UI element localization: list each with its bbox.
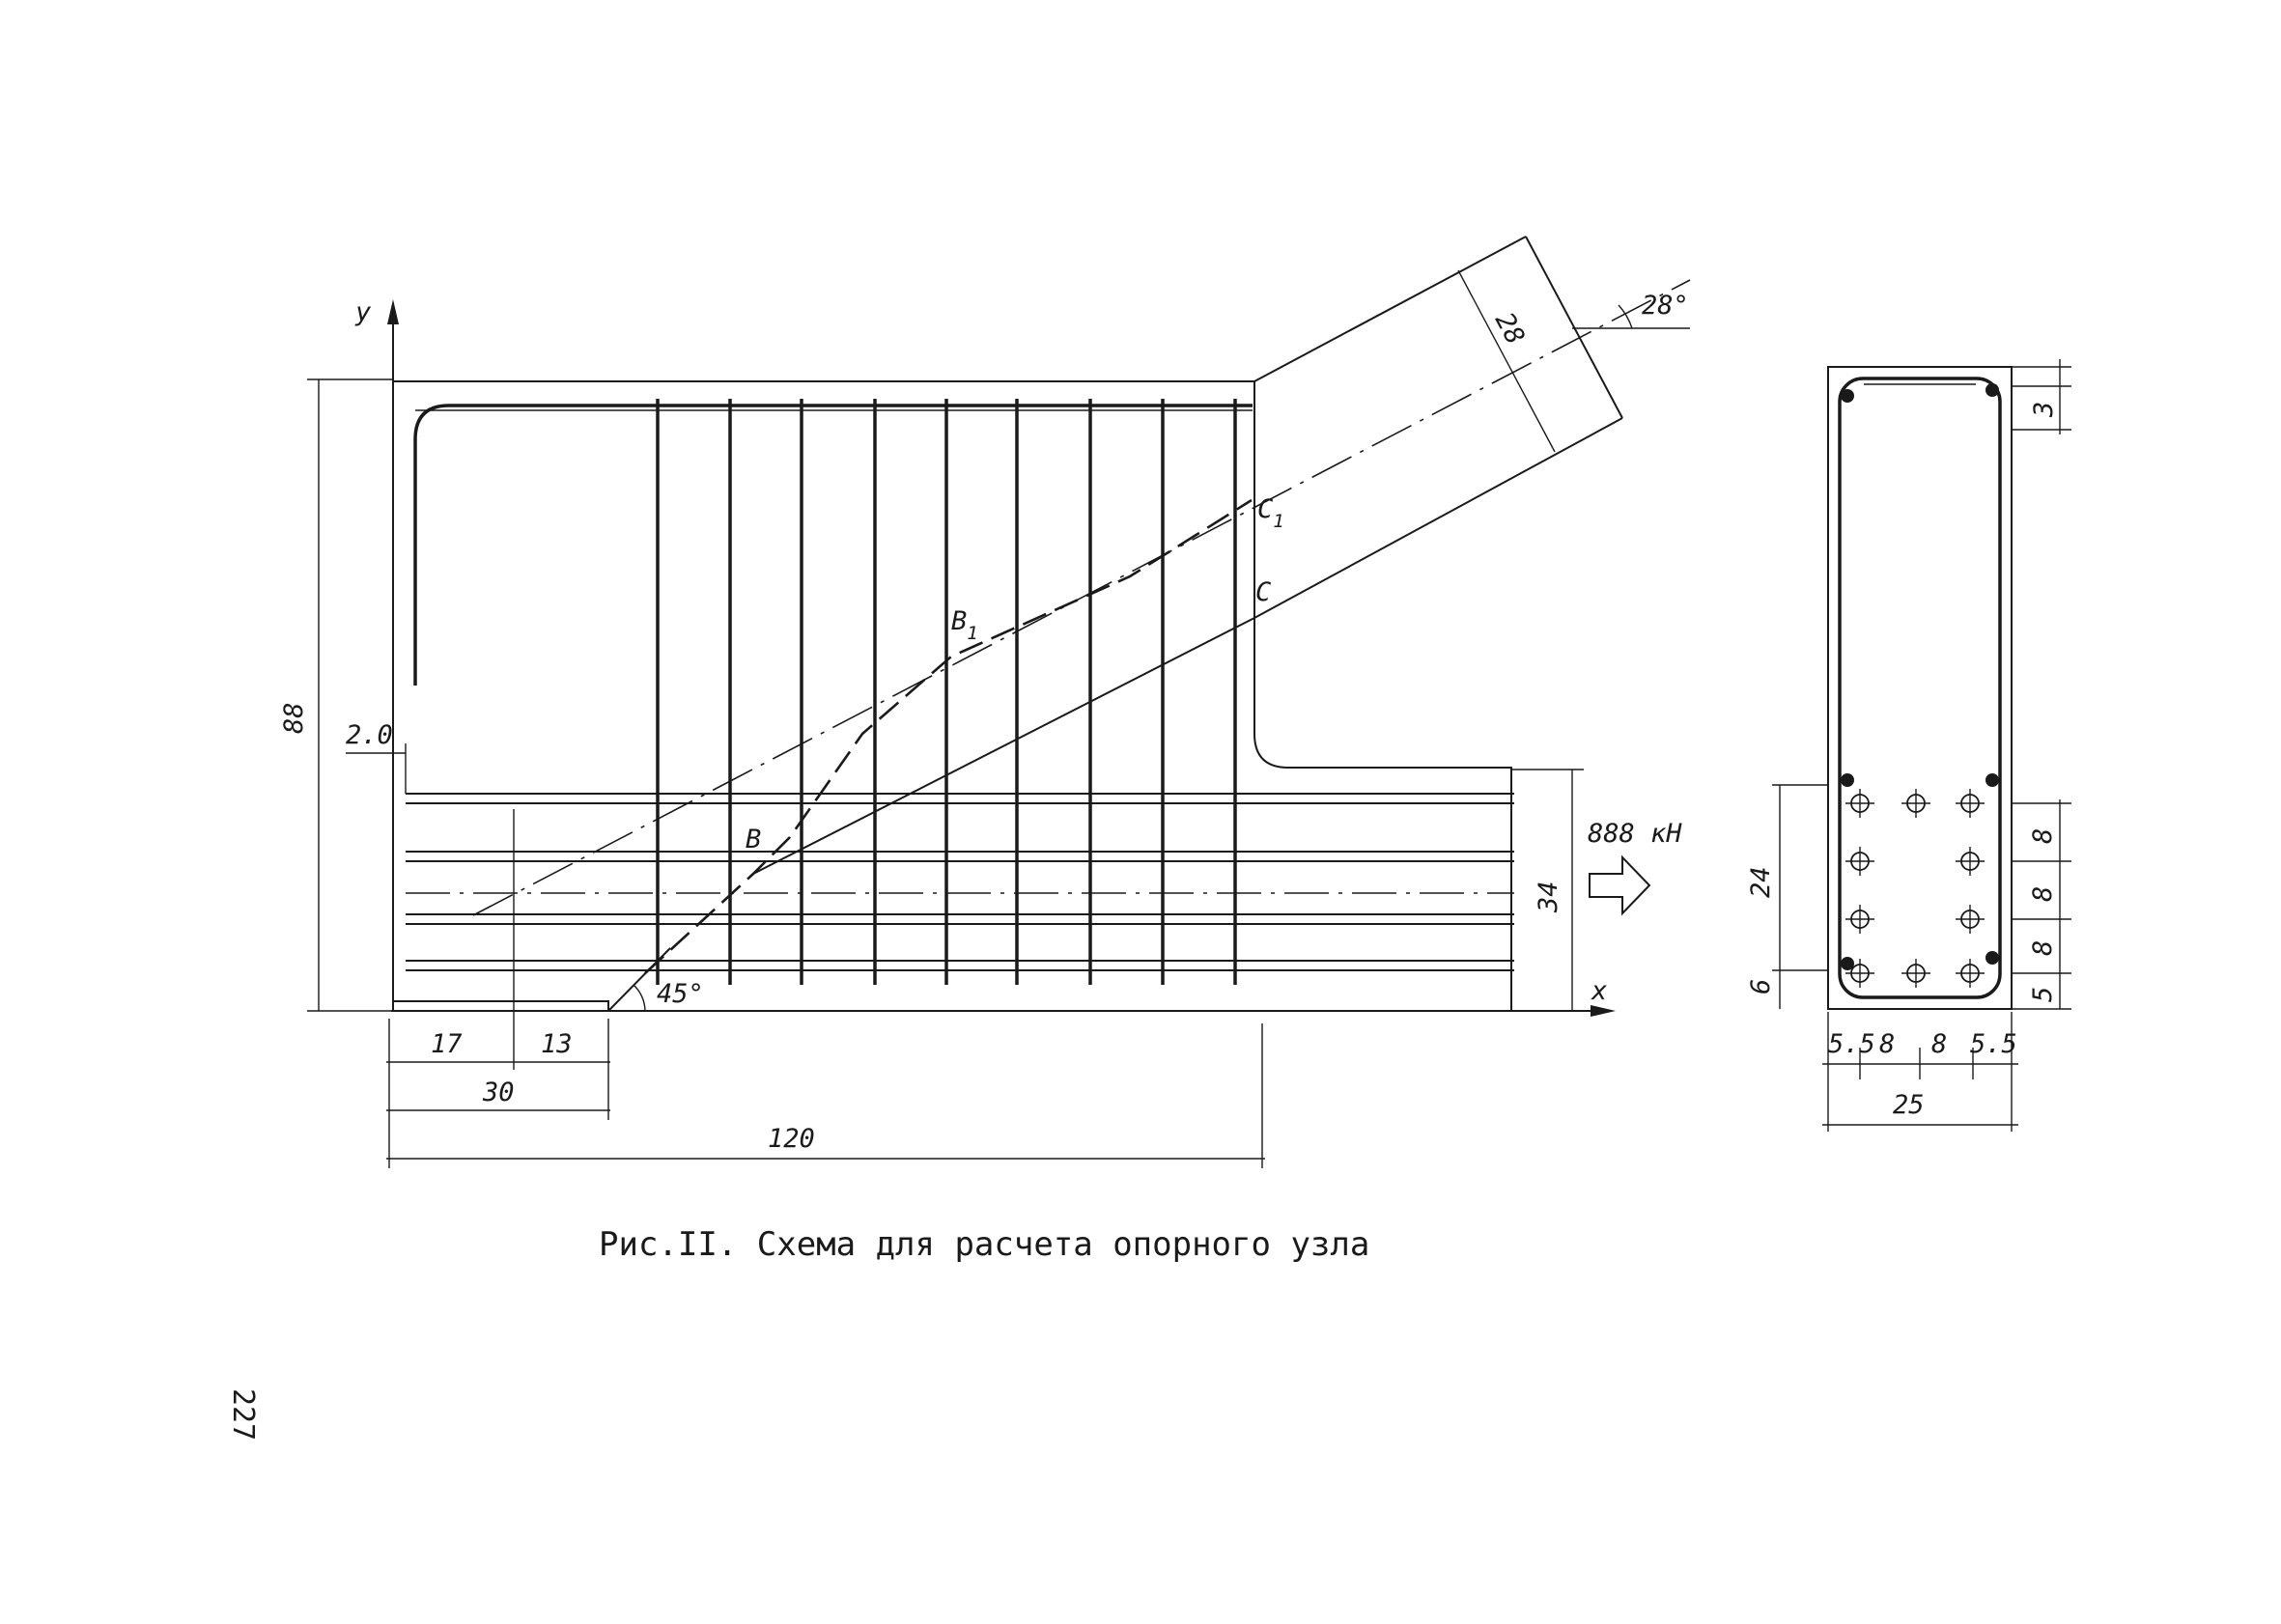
dim-120-label: 120 <box>768 1124 815 1154</box>
corner-bar <box>1985 773 1999 787</box>
angle-28-label: 28° <box>1642 291 1689 321</box>
point-c1-label: C1 <box>1257 494 1284 532</box>
dim-55a-label: 5.5 <box>1828 1029 1875 1059</box>
dim-13-label: 13 <box>541 1029 573 1059</box>
angle-28-arc <box>1618 304 1633 329</box>
strut-bottom-edge <box>1253 417 1623 619</box>
crack-line <box>644 498 1253 974</box>
force-label: 888 кН <box>1588 819 1682 849</box>
top-reinforcement-bar <box>413 404 1253 686</box>
corner-bar <box>1841 773 1854 787</box>
section-stirrup <box>1838 377 2002 999</box>
stirrups <box>656 399 1237 985</box>
point-b-label: B <box>746 825 761 854</box>
prestressing-strand <box>1845 789 1874 818</box>
point-c-label: C <box>1255 577 1271 607</box>
dim-88-label: 88 <box>279 702 309 734</box>
bearing-plate <box>393 1000 609 1011</box>
beam-outline <box>393 380 1512 1011</box>
force-arrow <box>1589 854 1651 916</box>
point-b1-label: B1 <box>951 606 978 644</box>
elevation-view: y x <box>279 236 1691 1168</box>
y-axis-arrow <box>387 299 399 324</box>
strut-axis <box>472 279 1691 916</box>
x-axis-label: x <box>1591 976 1607 1006</box>
prestressing-strand <box>1956 905 1985 934</box>
prestressing-strand <box>1956 847 1985 876</box>
corner-bar <box>1985 951 1999 965</box>
line-b-c <box>752 617 1255 875</box>
angle-45-arc <box>633 984 646 1012</box>
dim-8c-label: 8 <box>2028 940 2058 956</box>
dim-24-label: 24 <box>1746 866 1776 898</box>
dim-55b-label: 5.5 <box>1970 1029 2017 1059</box>
strand-grid <box>1845 789 1985 988</box>
strut-top-edge <box>1253 236 1527 382</box>
dim-6-label: 6 <box>1746 979 1776 994</box>
dim-strut-width-label: 28 <box>1489 308 1531 350</box>
figure-caption: Рис.II. Схема для расчета опорного узла <box>599 1225 1369 1264</box>
dim-34-label: 34 <box>1534 881 1563 913</box>
dim-8-left-label: 8 <box>1879 1029 1895 1059</box>
prestressing-strand <box>1845 847 1874 876</box>
dim-8a-label: 8 <box>2028 828 2058 844</box>
dim-17-label: 17 <box>431 1029 463 1059</box>
prestressing-strand <box>1845 905 1874 934</box>
page-number: 227 <box>226 1388 260 1441</box>
corner-bar <box>1841 957 1854 970</box>
bottom-reinforcement <box>406 793 1514 971</box>
dim-8-right-label: 8 <box>1931 1029 1947 1059</box>
angle-45-label: 45° <box>657 979 704 1009</box>
dim-8b-label: 8 <box>2028 886 2058 902</box>
corner-bar <box>1985 383 1999 397</box>
prestressing-strand <box>1956 789 1985 818</box>
dim-2-label: 2.0 <box>346 720 393 750</box>
y-axis-label: y <box>354 297 372 327</box>
dim-5-label: 5 <box>2028 987 2058 1002</box>
dim-25-label: 25 <box>1893 1090 1925 1120</box>
crack-45-line <box>607 947 671 1012</box>
prestressing-strand <box>1901 789 1930 818</box>
dim-strut-width-line <box>1457 269 1556 453</box>
dim-30-label: 30 <box>482 1078 515 1107</box>
dim-3-label: 3 <box>2029 402 2059 418</box>
prestressing-strand <box>1956 959 1985 988</box>
section-outline <box>1827 366 2013 1010</box>
x-axis-arrow <box>1591 1005 1616 1017</box>
prestressing-strand <box>1901 959 1930 988</box>
strut-end-edge <box>1525 236 1623 419</box>
prestressing-strand <box>1845 959 1874 988</box>
corner-bar <box>1841 389 1854 403</box>
cross-section-view: 24 6 3 8 8 8 5 5.5 8 8 5.5 25 <box>1746 359 2071 1132</box>
